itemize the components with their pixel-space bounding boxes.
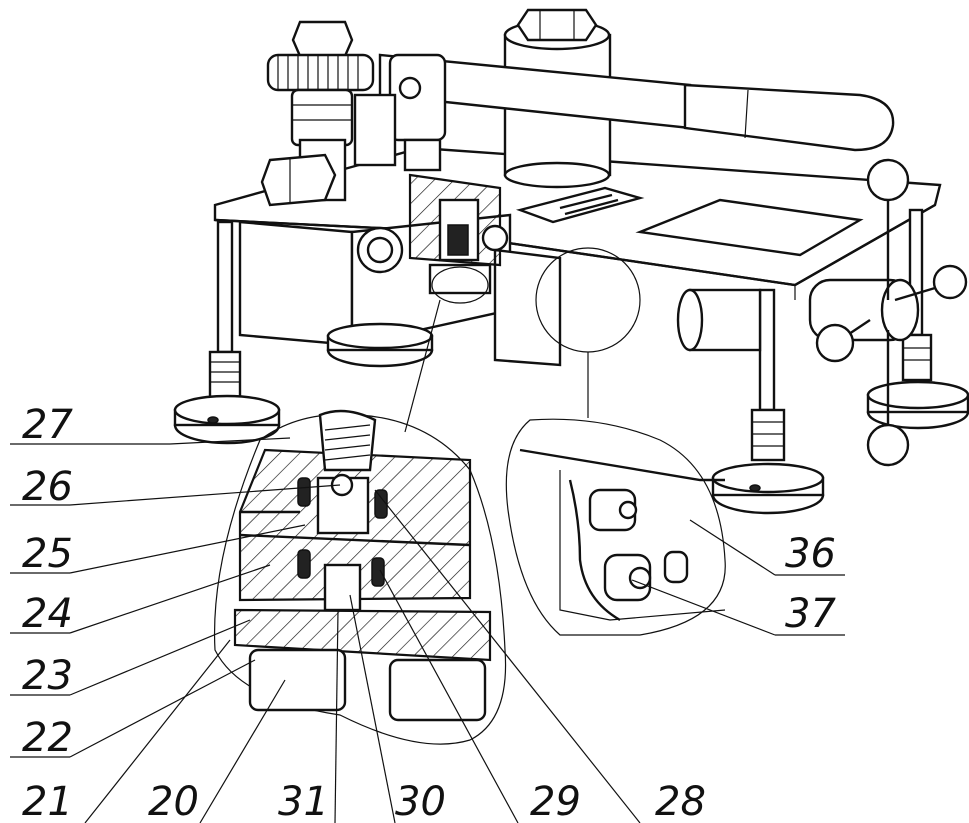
label-26: 26 [22,464,73,510]
press-cylinder [503,8,612,189]
label-31: 31 [278,779,329,823]
label-22: 22 [22,715,73,761]
handwheel-right [808,158,968,467]
leg-front-right [711,288,825,515]
detail-view-right [505,418,726,636]
label-30: 30 [395,779,446,823]
label-37: 37 [785,591,836,637]
label-21: 21 [22,779,73,823]
label-23: 23 [22,653,73,699]
top-plate-panel [635,198,864,257]
part-labels: 27 26 25 24 23 22 21 20 31 30 29 28 36 3… [22,402,836,823]
label-24: 24 [22,591,73,637]
side-hex-nut [260,153,337,207]
label-28: 28 [655,779,706,823]
under-cylinder [676,288,762,352]
valve-section-main [356,173,509,304]
leg-front-left [173,220,281,445]
label-29: 29 [530,779,581,823]
nameplate [515,186,645,224]
leg-back-right [866,208,969,430]
label-25: 25 [22,531,73,577]
detail-leader-left [404,299,441,433]
label-20: 20 [148,779,199,823]
detail-view-left [213,409,507,745]
label-27: 27 [22,402,73,448]
leader-lines [10,437,845,823]
lever-handle [378,53,895,152]
main-assembly [173,8,969,515]
lever-clevis [353,53,447,172]
label-36: 36 [785,531,836,577]
leg-back-left-foot [326,322,434,368]
